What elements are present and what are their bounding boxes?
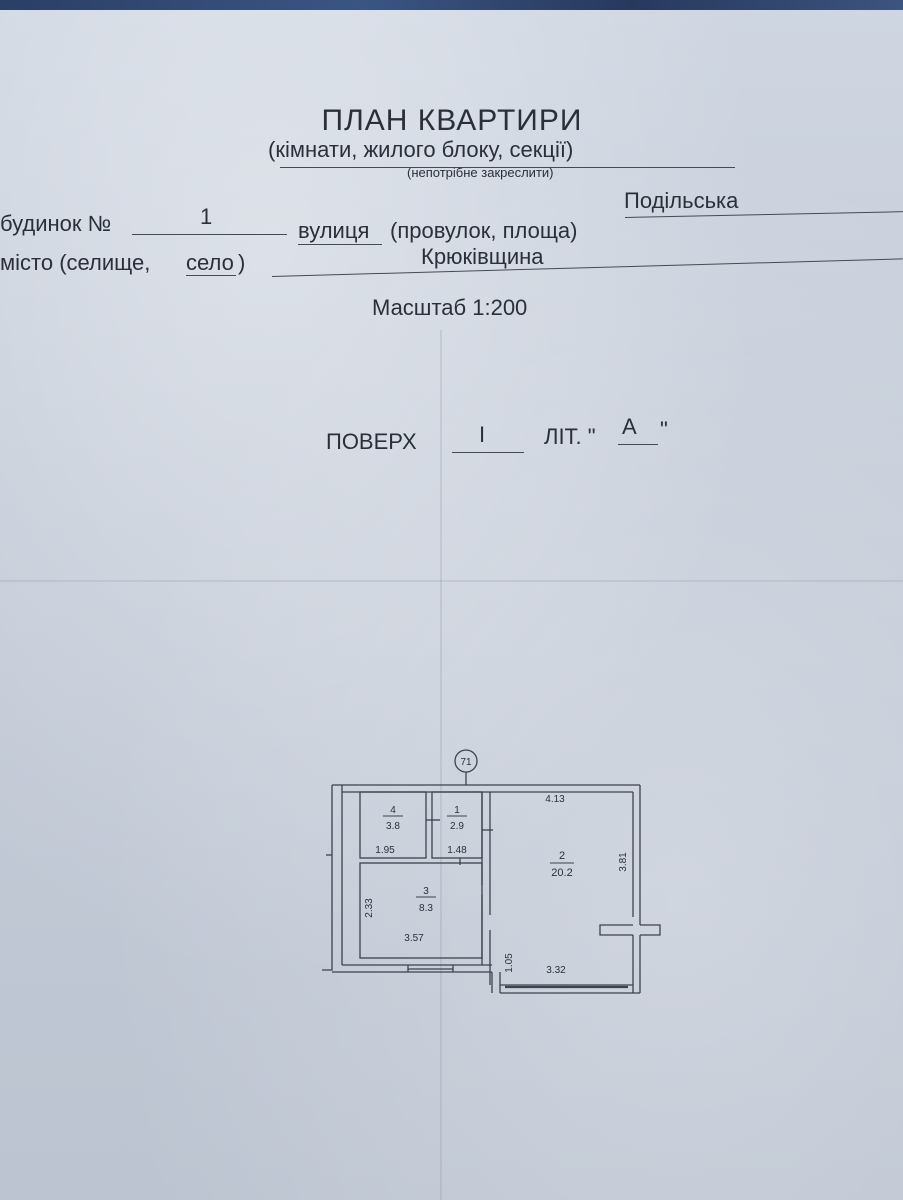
room-2-number: 2 [559, 850, 565, 862]
room-1-number: 1 [454, 805, 460, 816]
street-label-rest: (провулок, площа) [390, 218, 578, 243]
axis-marker-label: 71 [460, 757, 472, 768]
house-label: будинок № [0, 211, 112, 236]
paper-crease [440, 330, 442, 1200]
background-fabric [0, 0, 903, 10]
subtitle-underline [280, 167, 735, 168]
dim-room2-height: 3.81 [618, 852, 629, 872]
street-label-underline [298, 244, 382, 245]
lit-value-line [618, 444, 658, 445]
city-value: Крюківщина [421, 244, 544, 269]
floor-value-line [452, 452, 524, 453]
city-label-end: ) [238, 250, 246, 275]
house-number: 1 [200, 204, 213, 229]
city-label-underline [186, 275, 236, 276]
room-3-area: 8.3 [419, 903, 433, 914]
lit-value: А [622, 414, 637, 439]
dim-room3-height: 2.33 [364, 898, 375, 918]
dim-room3-width: 3.57 [404, 933, 424, 944]
city-label-select: село [186, 250, 234, 275]
floor-plan-drawing: 4 3.8 1 2.9 2 20.2 3 8.3 4.13 3.81 1.95 … [322, 749, 661, 994]
floor-label: ПОВЕРХ [326, 429, 417, 454]
lit-label: ЛІТ. " [544, 424, 596, 449]
city-label-start: місто (селище, [0, 250, 151, 275]
dim-room1-width: 1.48 [447, 845, 467, 856]
lit-close: " [660, 417, 668, 442]
room-4-number: 4 [390, 805, 396, 816]
dim-room2-width: 4.13 [545, 794, 565, 805]
room-1-area: 2.9 [450, 821, 464, 832]
street-value: Подільська [624, 188, 739, 213]
dim-room4-width: 1.95 [375, 845, 395, 856]
dim-balcony-height: 1.05 [504, 953, 515, 973]
street-label-main: вулиця [298, 218, 370, 243]
dim-balcony-width: 3.32 [546, 965, 566, 976]
scale-text: Масштаб 1:200 [372, 295, 528, 320]
house-number-line [132, 234, 287, 235]
document-subtitle: (кімнати, жилого блоку, секції) [268, 137, 574, 162]
strike-note: (непотрібне закреслити) [407, 165, 554, 180]
room-3-number: 3 [423, 886, 429, 897]
paper-crease [0, 580, 903, 582]
document-title: ПЛАН КВАРТИРИ [321, 104, 583, 137]
room-2-area: 20.2 [551, 867, 572, 879]
room-4-area: 3.8 [386, 821, 400, 832]
floor-value: I [479, 422, 486, 447]
